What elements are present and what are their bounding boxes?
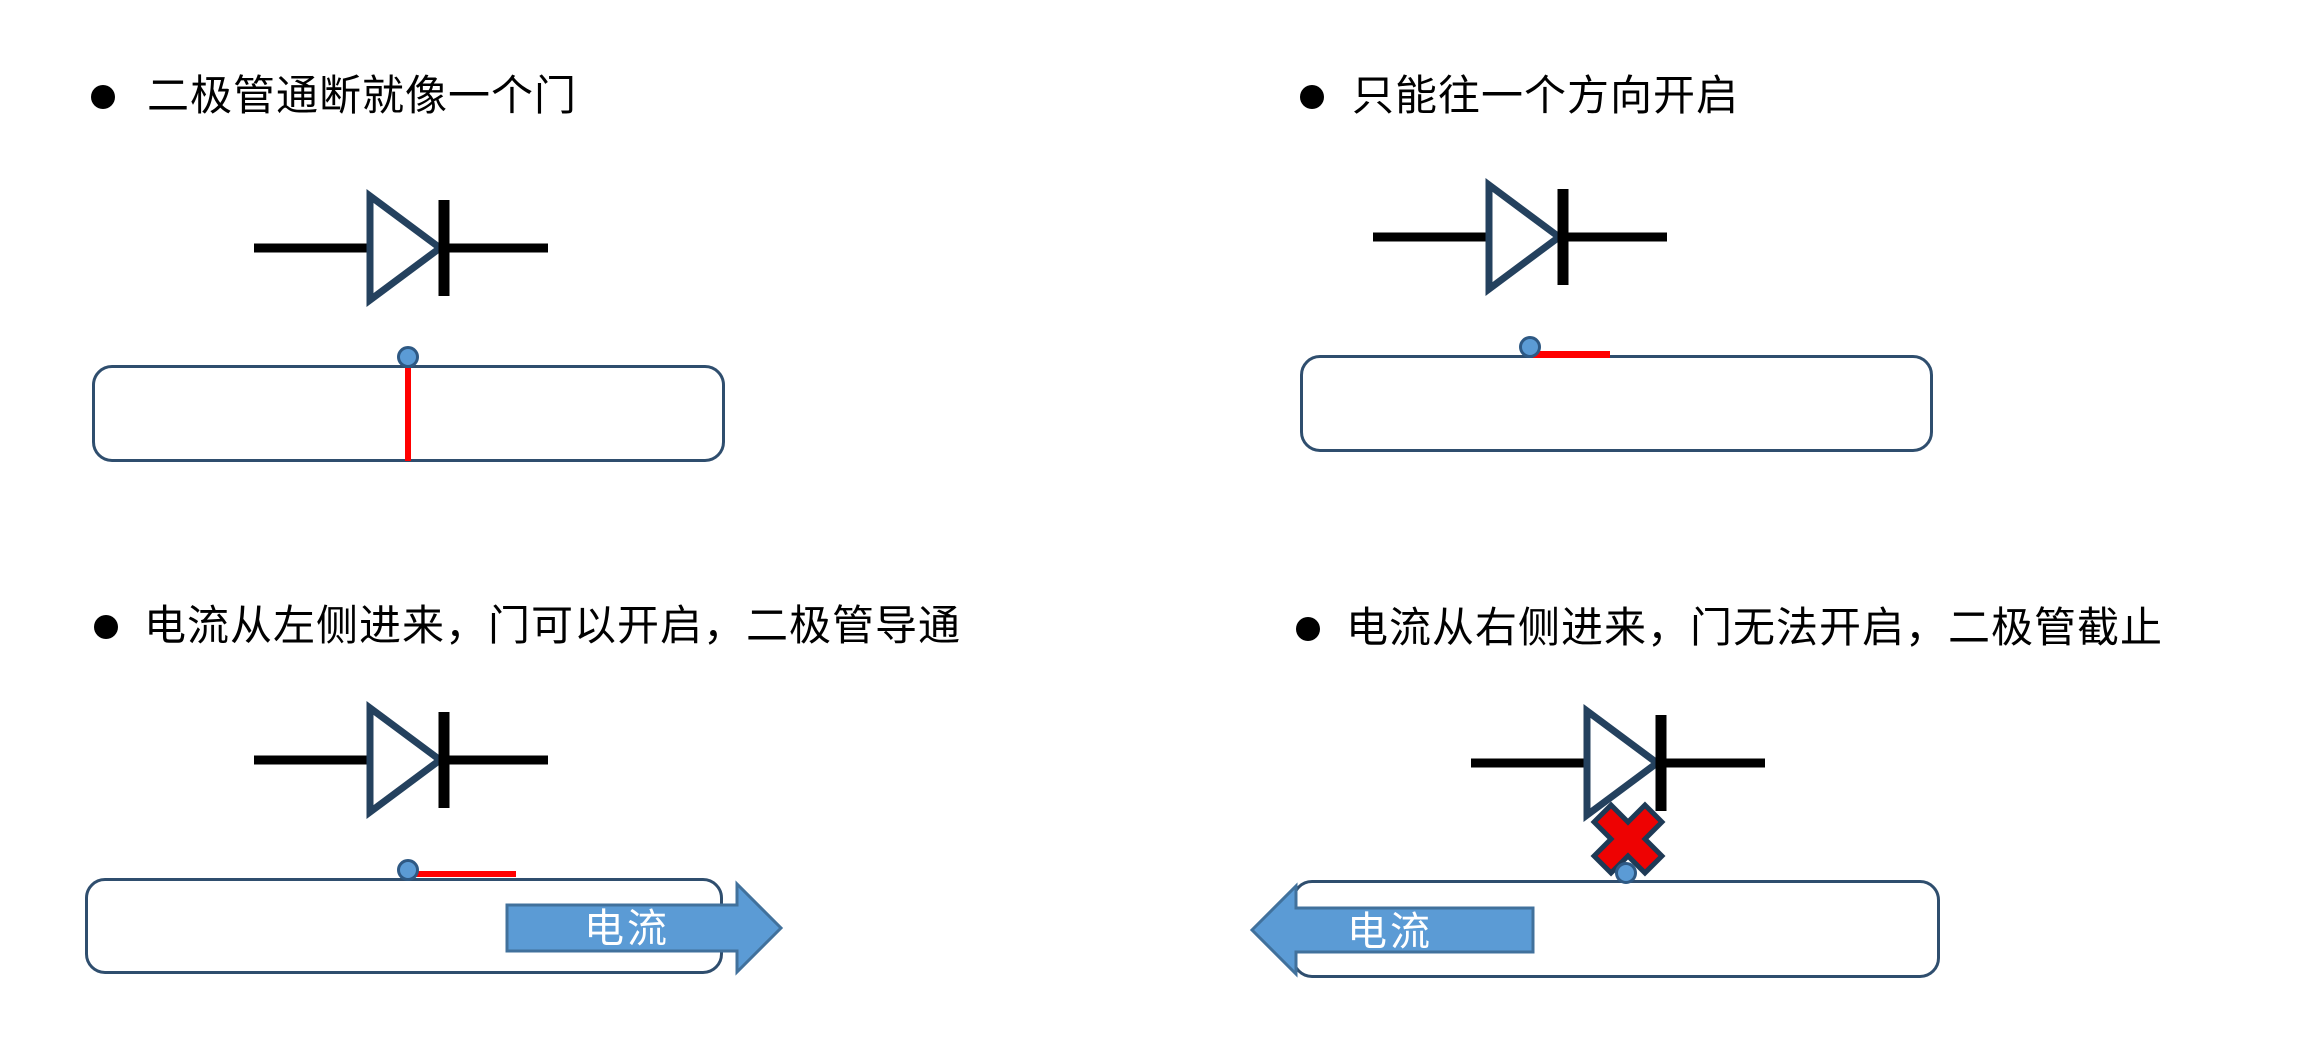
bullet-text-top-right: 只能往一个方向开启	[1352, 74, 1740, 120]
bullet-line-bottom-left: 电流从左侧进来，门可以开启，二极管导通	[94, 603, 961, 651]
current-arrow-right: 电流	[505, 880, 784, 976]
current-arrow-label: 电流	[1347, 910, 1433, 954]
diode-symbol-icon	[254, 189, 548, 307]
diode-symbol-icon	[1471, 704, 1765, 822]
door-hinge-icon	[397, 859, 419, 881]
bullet-icon	[1300, 85, 1324, 109]
bullet-icon	[1296, 617, 1320, 641]
current-arrow-left: 电流	[1249, 882, 1535, 978]
bullet-line-top-right: 只能往一个方向开启	[1300, 73, 1739, 121]
bullet-line-bottom-right: 电流从右侧进来，门无法开启，二极管截止	[1296, 605, 2163, 653]
door-frame-top-right	[1300, 355, 1933, 452]
bullet-line-top-left: 二极管通断就像一个门	[91, 73, 577, 121]
diode-symbol-icon	[1373, 178, 1667, 296]
blocked-cross-icon	[1590, 801, 1666, 877]
bullet-icon	[91, 85, 115, 109]
bullet-text-bottom-right: 电流从右侧进来，门无法开启，二极管截止	[1346, 606, 2164, 652]
door-open-line	[1533, 351, 1610, 358]
door-hinge-icon	[1615, 862, 1637, 884]
door-hinge-icon	[1519, 336, 1541, 358]
door-hinge-icon	[397, 346, 419, 368]
bullet-text-top-left: 二极管通断就像一个门	[147, 74, 578, 120]
door-open-line	[416, 871, 516, 877]
bullet-text-bottom-left: 电流从左侧进来，门可以开启，二极管导通	[144, 604, 962, 650]
door-closed-line	[405, 368, 411, 461]
current-arrow-label: 电流	[584, 907, 670, 951]
diode-symbol-icon	[254, 701, 548, 819]
bullet-icon	[94, 615, 118, 639]
